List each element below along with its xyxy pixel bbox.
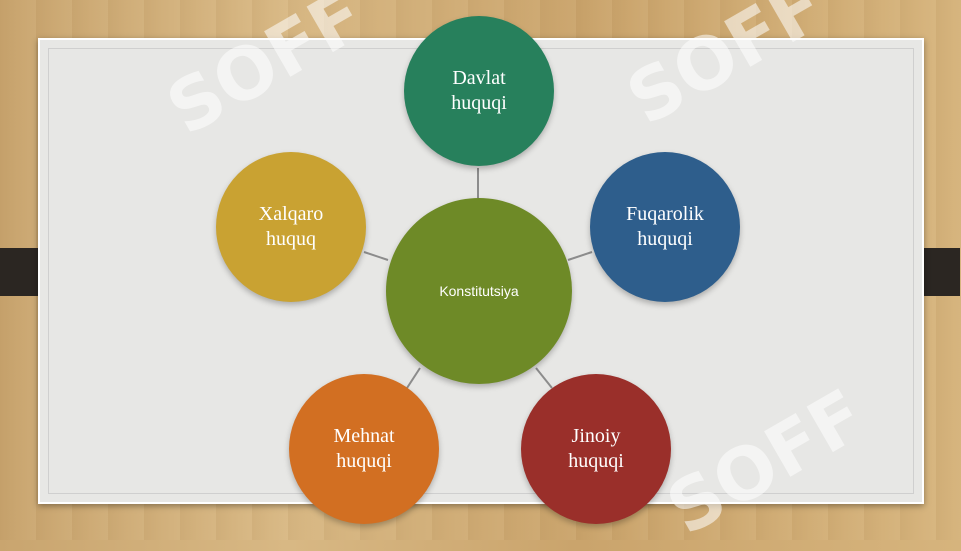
center-label: Konstitutsiya xyxy=(439,282,519,299)
node-label: Davlat huquqi xyxy=(451,67,507,114)
node-konstitutsiya: Konstitutsiya xyxy=(386,198,572,384)
node-fuqarolik-huquqi: Fuqarolik huquqi xyxy=(590,152,740,302)
node-jinoiy-huquqi: Jinoiy huquqi xyxy=(521,374,671,524)
connector-fuqarolik xyxy=(567,251,593,261)
node-davlat-huquqi: Davlat huquqi xyxy=(404,16,554,166)
node-label: Xalqaro huquq xyxy=(258,203,324,250)
node-xalqaro-huquq: Xalqaro huquq xyxy=(216,152,366,302)
connector-jinoiy xyxy=(535,367,553,389)
connector-xalqaro xyxy=(363,251,389,261)
node-label: Mehnat huquqi xyxy=(333,425,395,472)
node-label: Jinoiy huquqi xyxy=(568,425,624,472)
node-mehnat-huquqi: Mehnat huquqi xyxy=(289,374,439,524)
node-label: Fuqarolik huquqi xyxy=(626,203,704,250)
connector-mehnat xyxy=(406,367,421,389)
